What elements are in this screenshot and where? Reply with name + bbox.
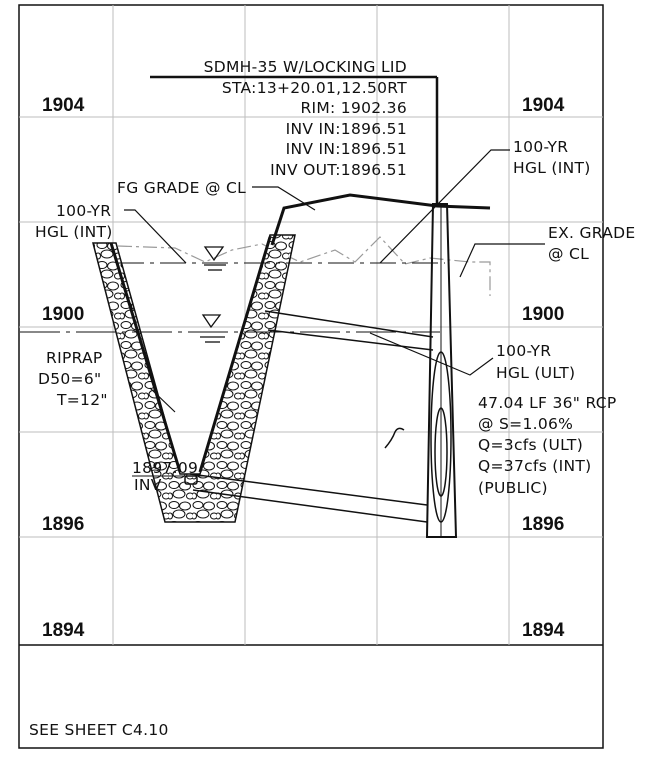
sheet-border xyxy=(18,4,604,749)
pipe-callout: 47.04 LF 36" RCP @ S=1.06% Q=3cfs (ULT) … xyxy=(478,394,617,497)
svg-text:T=12": T=12" xyxy=(56,391,108,409)
finished-grade-line xyxy=(270,193,491,246)
svg-text:SDMH-35 W/LOCKING LID: SDMH-35 W/LOCKING LID xyxy=(204,58,407,76)
svg-text:47.04 LF 36" RCP: 47.04 LF 36" RCP xyxy=(478,394,617,412)
svg-text:EX. GRADE: EX. GRADE xyxy=(548,224,635,242)
riprap-channel xyxy=(92,234,296,523)
svg-text:100-YR: 100-YR xyxy=(56,202,111,220)
hgl-int-right-label: 100-YR HGL (INT) xyxy=(513,138,591,177)
svg-text:RIPRAP: RIPRAP xyxy=(46,349,103,367)
structure-callout: SDMH-35 W/LOCKING LID STA:13+20.01,12.50… xyxy=(204,58,407,179)
existing-grade-line xyxy=(117,236,491,296)
svg-text:@ CL: @ CL xyxy=(548,245,589,263)
svg-text:HGL (ULT): HGL (ULT) xyxy=(496,364,575,382)
see-sheet-note: SEE SHEET C4.10 xyxy=(29,721,169,739)
svg-text:Q=37cfs (INT): Q=37cfs (INT) xyxy=(478,457,592,475)
svg-text:INV IN:1896.51: INV IN:1896.51 xyxy=(286,140,407,158)
svg-text:INV: INV xyxy=(134,476,162,494)
svg-text:100-YR: 100-YR xyxy=(496,342,551,360)
elevation-label-right: 1904 xyxy=(522,95,565,116)
channel-bank-right xyxy=(198,236,272,473)
channel-invert-label: 1897.09 INV xyxy=(132,459,205,494)
elevation-label-left: 1904 xyxy=(42,95,85,116)
svg-text:INV IN:1896.51: INV IN:1896.51 xyxy=(286,120,407,138)
svg-text:100-YR: 100-YR xyxy=(513,138,568,156)
fg-grade-label: FG GRADE @ CL xyxy=(117,179,246,197)
hgl-ult-label: 100-YR HGL (ULT) xyxy=(496,342,575,382)
riprap-label: RIPRAP D50=6" T=12" xyxy=(38,349,108,409)
svg-text:D50=6": D50=6" xyxy=(38,370,101,388)
svg-text:RIM: 1902.36: RIM: 1902.36 xyxy=(300,99,407,117)
elevation-label-left: 1894 xyxy=(42,620,85,641)
elevation-label-left: 1896 xyxy=(42,514,84,535)
channel-bank-left xyxy=(109,242,182,473)
svg-text:(PUBLIC): (PUBLIC) xyxy=(478,479,548,497)
leader-lines xyxy=(124,149,545,413)
elevation-label-right: 1894 xyxy=(522,620,565,641)
svg-text:STA:13+20.01,12.50RT: STA:13+20.01,12.50RT xyxy=(222,79,407,97)
svg-text:1897.09: 1897.09 xyxy=(132,459,198,477)
water-surface-symbol xyxy=(200,246,226,343)
svg-text:HGL (INT): HGL (INT) xyxy=(513,159,591,177)
elevation-label-right: 1900 xyxy=(522,304,564,325)
rcp-pipe xyxy=(184,310,434,523)
manhole-sdmh-35 xyxy=(150,75,458,538)
hgl-int-left-label: 100-YR HGL (INT) xyxy=(35,202,113,241)
elevation-label-right: 1896 xyxy=(522,514,564,535)
svg-text:INV OUT:1896.51: INV OUT:1896.51 xyxy=(270,161,407,179)
svg-text:HGL (INT): HGL (INT) xyxy=(35,223,113,241)
elevation-label-left: 1900 xyxy=(42,304,84,325)
ex-grade-label: EX. GRADE @ CL xyxy=(548,224,635,263)
break-symbol xyxy=(384,427,405,449)
svg-text:@ S=1.06%: @ S=1.06% xyxy=(478,415,573,433)
svg-text:Q=3cfs (ULT): Q=3cfs (ULT) xyxy=(478,436,583,454)
